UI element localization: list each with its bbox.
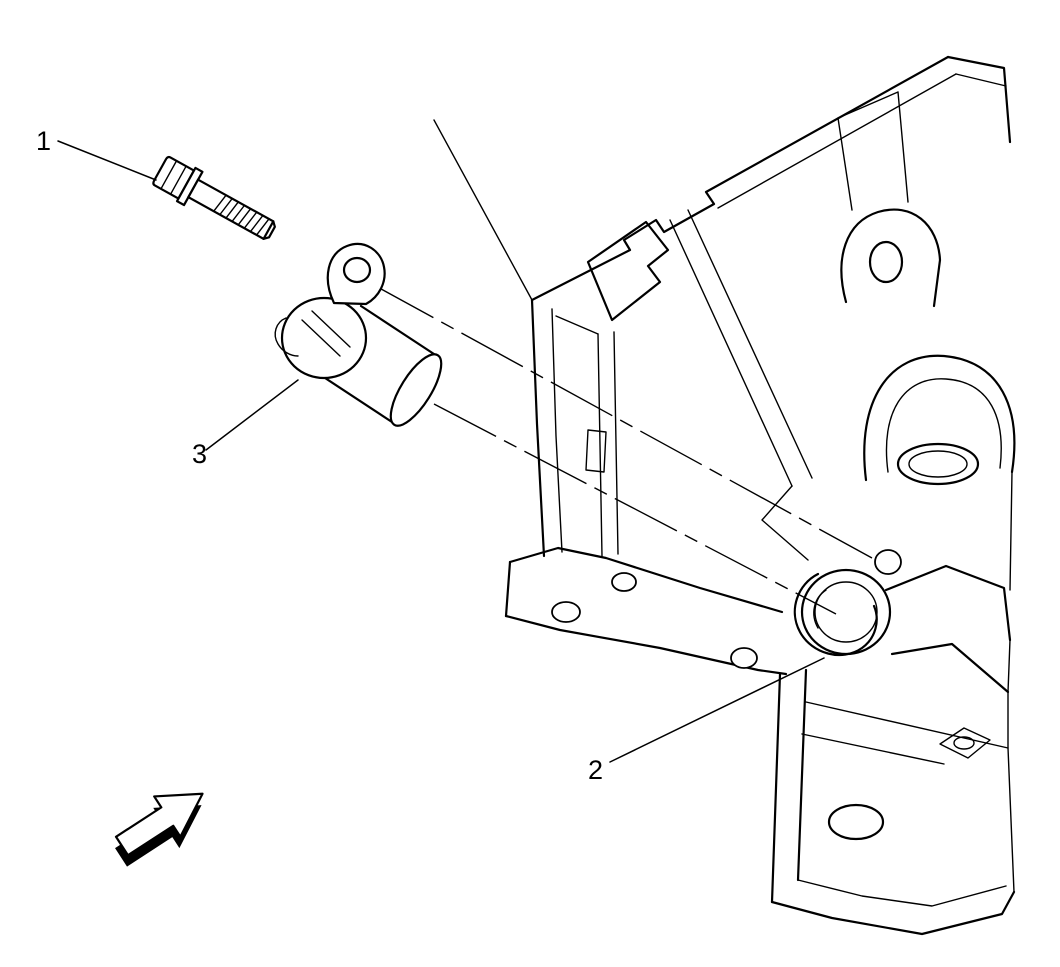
lower-leg-left — [770, 672, 782, 904]
bore-seal-coil — [793, 572, 878, 657]
alignment-centerlines — [371, 283, 873, 615]
lower-boss — [939, 727, 991, 759]
rail-right-top — [884, 564, 1012, 642]
callout-3-label: 3 — [192, 439, 207, 469]
block-edge-line — [433, 119, 533, 301]
horseshoe-hole-outer — [896, 442, 980, 486]
rail-bolt-hole-1 — [551, 601, 581, 623]
callout-1-leader — [57, 140, 157, 181]
rail-bolt-hole-2 — [611, 572, 637, 592]
block-top-right-corner — [946, 55, 1012, 144]
deck-step-boss — [586, 220, 670, 322]
lower-boss-hole — [953, 736, 975, 750]
rib-line-b — [669, 219, 793, 487]
block-left-edge — [530, 298, 546, 558]
lower-leg-right — [796, 668, 808, 882]
engine-block-illustration — [433, 55, 1016, 936]
rail-bolt-hole-3 — [730, 647, 758, 669]
block-top-edge-inner — [717, 73, 957, 209]
bolt-tip — [262, 220, 276, 240]
sensor-tab-hole — [342, 256, 372, 284]
sensor-head — [280, 296, 368, 380]
rail-top-edge — [508, 546, 784, 614]
sensor-illustration — [274, 242, 443, 427]
callout-1-label: 1 — [36, 126, 51, 156]
channel-notch — [585, 429, 607, 473]
callouts: 1 3 2 — [36, 126, 825, 785]
lower-diagonal-a — [805, 701, 1009, 749]
rib-line-a — [687, 209, 813, 479]
channel-top — [555, 315, 599, 335]
bolt-hex-facets — [160, 160, 187, 195]
sensor-bore — [793, 549, 902, 657]
sensor-head-slot-a — [301, 319, 341, 357]
horseshoe-hole-inner — [908, 450, 968, 478]
lower-diagonal-b — [801, 733, 945, 765]
block-left-edge-inner — [551, 308, 563, 553]
centerline-sensor-to-bore — [433, 403, 837, 615]
callout-2-label: 2 — [588, 755, 603, 785]
upper-boss-outline — [840, 208, 942, 308]
direction-arrow-face — [114, 792, 204, 857]
upper-boss-hole — [868, 240, 904, 284]
rib-vee — [761, 485, 809, 561]
bore-seal-coil-inner — [813, 589, 827, 629]
bottom-flange-outer — [770, 890, 1016, 936]
sensor-head-nub — [274, 317, 299, 357]
centerline-bolt-to-hole — [371, 283, 873, 559]
bolt-threads — [213, 194, 270, 236]
horseshoe-inner — [885, 378, 1002, 473]
sensor-end-face — [389, 353, 443, 427]
bolt-pilot-hole — [874, 549, 902, 575]
upper-bracket-lines — [837, 91, 909, 211]
channel-left — [597, 333, 603, 557]
lower-right-edge — [1007, 639, 1015, 893]
sensor-body-bottom-edge — [317, 372, 397, 426]
sensor-body-top-edge — [359, 304, 439, 358]
direction-arrow-icon — [114, 792, 204, 867]
right-mid-edge — [1009, 471, 1013, 591]
bolt-illustration — [152, 155, 276, 240]
rail-right-bottom — [890, 642, 1010, 694]
callout-2-leader — [609, 657, 825, 763]
rail-bottom-edge — [504, 614, 788, 676]
rail-left-cap — [504, 560, 512, 618]
bottom-flange-inner — [797, 879, 1007, 907]
sensor-head-slot-b — [311, 310, 351, 348]
block-top-right-corner-inner — [955, 73, 1007, 87]
horseshoe-outer — [863, 354, 1016, 482]
callout-3-leader — [205, 379, 299, 451]
bottom-flange-hole — [827, 803, 885, 841]
block-top-edge — [530, 55, 950, 302]
channel-right — [613, 331, 619, 555]
